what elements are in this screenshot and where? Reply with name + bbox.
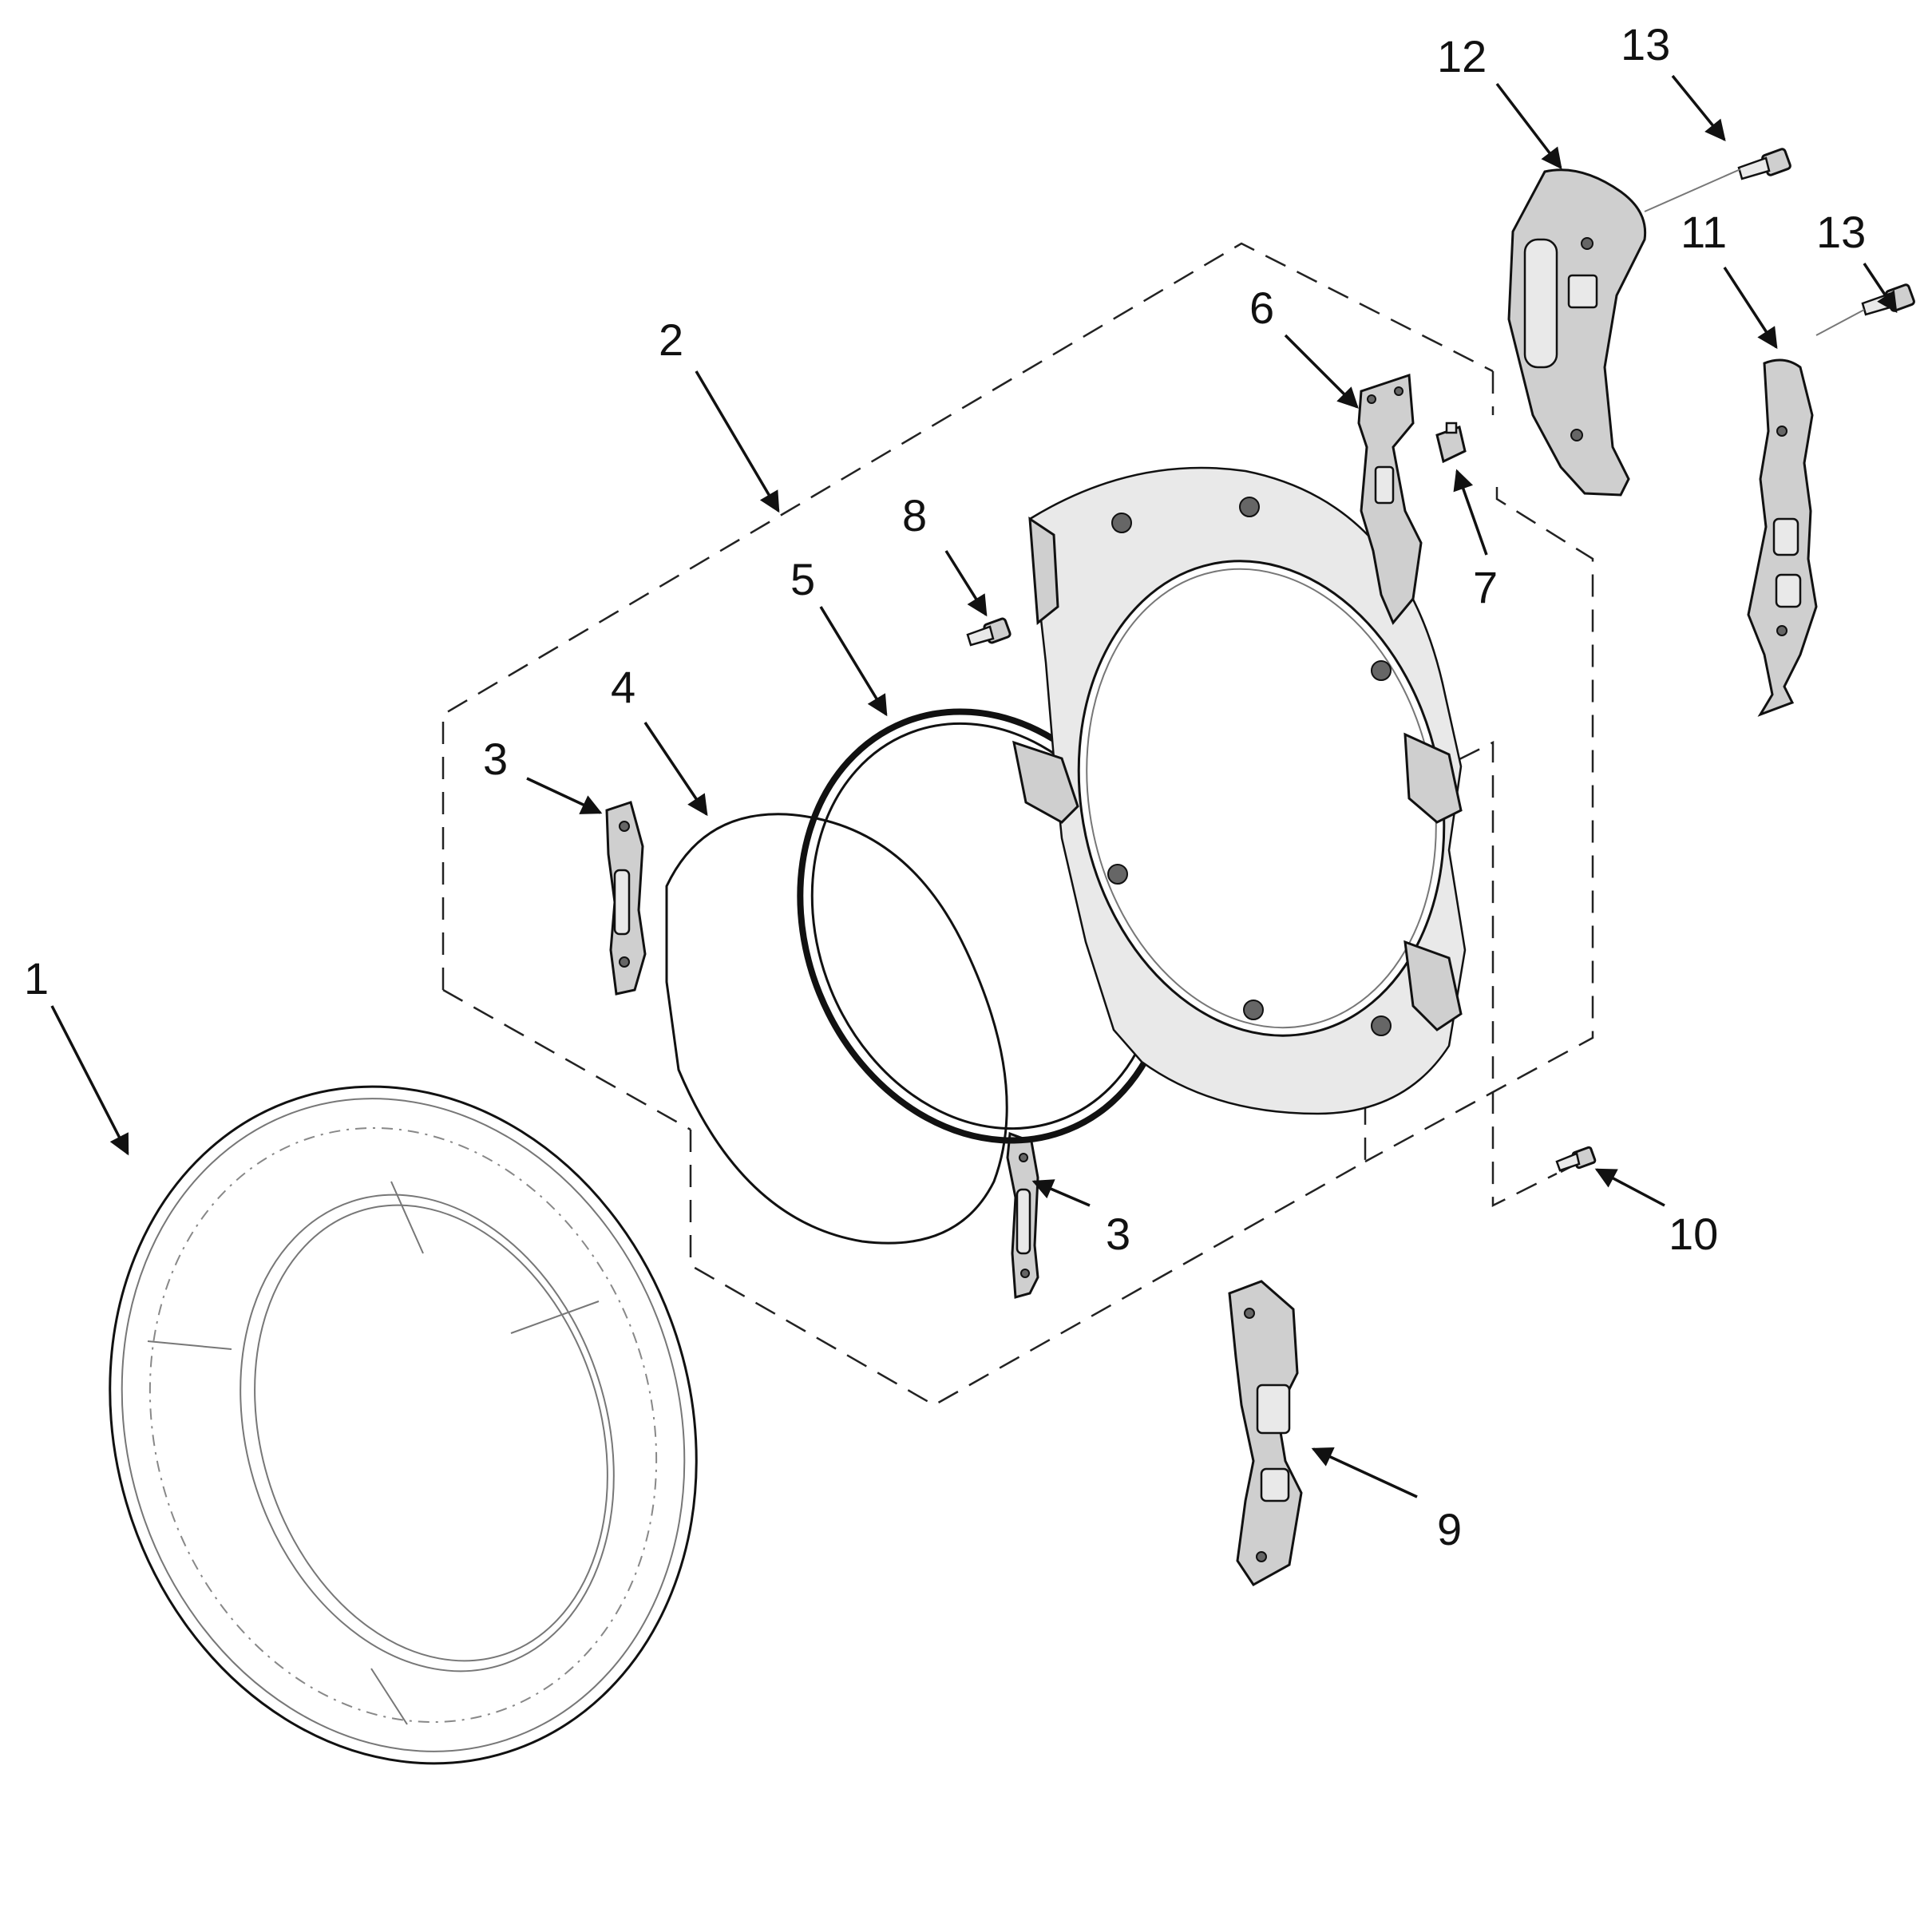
callout-2: 2 [659, 315, 683, 365]
callout-5: 5 [790, 554, 815, 604]
part-3-upper-bracket [605, 801, 647, 996]
leader-8 [944, 550, 988, 617]
callout-3-lower: 3 [1106, 1209, 1130, 1259]
part-9-hinge [1228, 1280, 1303, 1586]
part-6-latch-plate [1357, 373, 1423, 625]
leader-13b [1863, 263, 1898, 314]
callout-9: 9 [1437, 1504, 1462, 1554]
callout-8: 8 [902, 490, 927, 540]
part-11-handle [1747, 358, 1818, 717]
leader-12 [1495, 82, 1562, 170]
part-2-inner-door-frame [1012, 466, 1467, 1115]
leader-3a [526, 777, 603, 814]
callout-3-upper: 3 [483, 734, 508, 784]
callout-13-lower: 13 [1816, 207, 1866, 257]
leader-10 [1594, 1168, 1665, 1207]
leader-2 [695, 370, 780, 513]
callout-labels: 1 2 3 3 4 5 6 7 8 9 10 11 12 13 13 [24, 19, 1866, 1554]
part-8-screw [966, 617, 1012, 647]
part-7-clip [1435, 422, 1467, 464]
callout-11: 11 [1681, 207, 1727, 257]
leader-7 [1453, 469, 1488, 556]
leader-9 [1311, 1447, 1418, 1498]
callout-6: 6 [1249, 283, 1274, 333]
callout-13-upper: 13 [1621, 19, 1670, 69]
leader-6 [1284, 334, 1359, 409]
part-1-outer-door-ring [109, 1085, 698, 1765]
leader-1 [50, 1005, 129, 1156]
leader-3b [1031, 1179, 1091, 1207]
leader-13a [1671, 74, 1726, 142]
part-12-handle-cover [1507, 168, 1647, 497]
leader-4 [643, 722, 708, 817]
callout-7: 7 [1473, 562, 1498, 612]
leader-5 [819, 606, 888, 717]
part-13-screw-upper [1737, 148, 1791, 180]
alignment-lines [1644, 168, 1865, 336]
leader-11 [1723, 267, 1778, 350]
leader-arrows [50, 74, 1898, 1498]
part-3-lower-bracket [1006, 1131, 1039, 1299]
callout-1: 1 [24, 953, 49, 1004]
part-10-screw [1555, 1146, 1597, 1172]
callout-12: 12 [1437, 31, 1487, 81]
callout-10: 10 [1669, 1209, 1718, 1259]
callout-4: 4 [611, 662, 635, 712]
